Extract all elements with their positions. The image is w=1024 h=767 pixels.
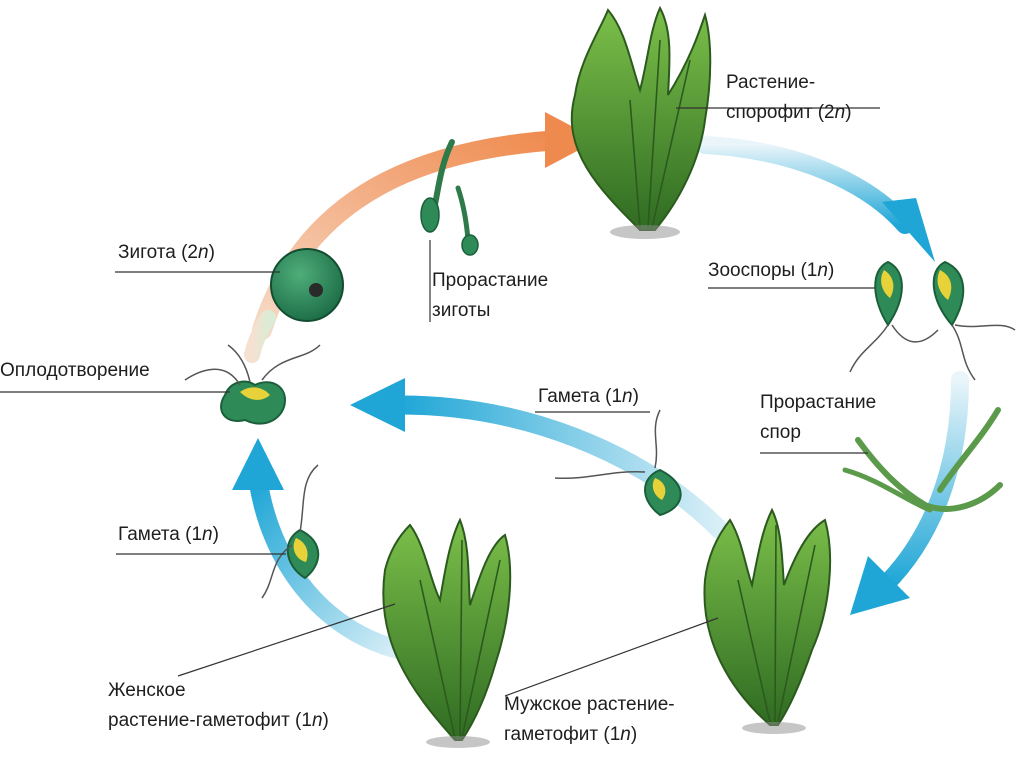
blue-arrowhead-left	[232, 438, 284, 490]
label-sporophyte: Растение- спорофит (2n)	[726, 68, 852, 128]
blue-arrowhead-fertilization	[350, 378, 405, 432]
blue-arrow-gamete-top	[390, 395, 730, 540]
label-zygote-germination-line2: зиготы	[432, 300, 491, 321]
blue-arrowhead-zoospores	[882, 198, 935, 262]
label-sporophyte-line1: Растение-	[726, 72, 816, 93]
zygote-cell-icon	[270, 248, 344, 322]
germinating-zygote-icon	[420, 139, 479, 256]
label-zoospores: Зооспоры (1n)	[708, 260, 835, 281]
label-male-line2: гаметофит (1n)	[504, 724, 638, 745]
label-spore-germination-line1: Прорастание	[760, 392, 877, 413]
label-zygote-germination: Прорастание зиготы	[432, 266, 548, 326]
label-male-line1: Мужское растение-	[504, 694, 675, 715]
blue-arc-arrow-upper-right	[696, 136, 914, 234]
blue-arrowhead-male	[850, 556, 910, 615]
label-female-line1: Женское	[108, 680, 186, 701]
gamete-icon	[554, 409, 682, 517]
label-spore-germination: Прорастание спор	[760, 388, 876, 448]
fertilization-connector	[244, 310, 276, 363]
label-zygote-germination-line1: Прорастание	[432, 270, 549, 291]
label-fertilization: Оплодотворение	[0, 360, 150, 381]
label-female-gametophyte: Женское растение-гаметофит (1n)	[108, 676, 329, 736]
label-gamete-left: Гамета (1n)	[118, 524, 219, 545]
female-gametophyte-icon	[382, 517, 512, 748]
sporophyte-plant-icon	[570, 5, 712, 239]
leader-male	[504, 617, 719, 697]
label-gamete-top: Гамета (1n)	[538, 386, 639, 407]
label-female-line2: растение-гаметофит (1n)	[108, 710, 329, 731]
leader-lines	[0, 107, 880, 697]
blue-arrow-gamete-left	[248, 470, 410, 660]
zoospore-icon	[849, 260, 1016, 381]
leader-female	[177, 603, 396, 677]
filament-icon	[842, 407, 1003, 513]
blue-arc-arrow-right	[876, 371, 969, 594]
label-zygote: Зигота (2n)	[118, 242, 215, 263]
label-sporophyte-line2: спорофит (2n)	[726, 102, 852, 123]
orange-arrowhead	[545, 112, 598, 168]
male-gametophyte-icon	[703, 507, 832, 734]
gamete-left-icon	[261, 464, 320, 599]
fertilization-cells-icon	[184, 344, 321, 425]
cycle-arrows	[232, 112, 969, 660]
label-spore-germination-line2: спор	[760, 422, 801, 443]
label-male-gametophyte: Мужское растение- гаметофит (1n)	[504, 690, 675, 750]
